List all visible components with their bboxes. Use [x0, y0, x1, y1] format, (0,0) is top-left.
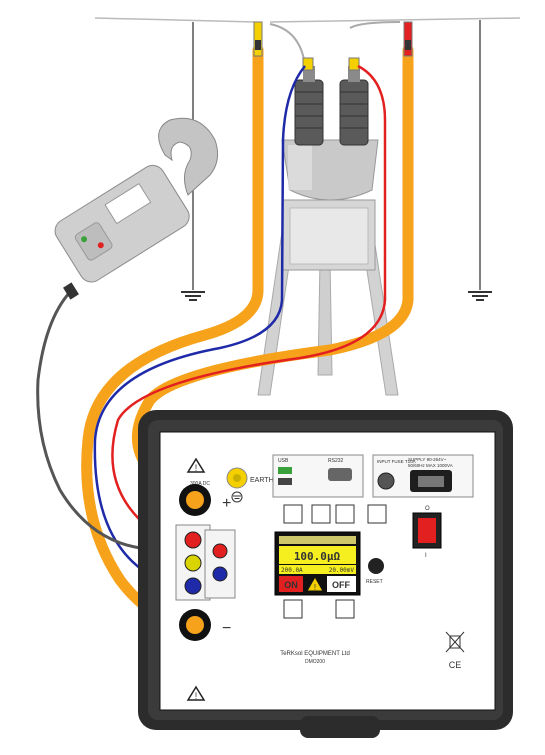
- ground-symbol-right: [468, 291, 492, 301]
- clamp-jaw: [158, 117, 219, 196]
- comms-panel: USB RS232: [272, 454, 364, 498]
- supply-panel: INPUT FUSE T10A SUPPLY 90-264V~ 50/60Hz …: [372, 454, 474, 498]
- voltage-reading: 20.00mV: [329, 567, 355, 574]
- case-handle: [300, 716, 380, 738]
- off-label: OFF: [332, 580, 350, 590]
- keypad: RESET: [283, 504, 387, 619]
- softkey-bottom-2[interactable]: [335, 599, 355, 619]
- svg-text:!: !: [195, 463, 198, 473]
- off-button[interactable]: [327, 576, 356, 592]
- warning-icon: !: [186, 685, 206, 701]
- clamp-led-green: [81, 236, 88, 243]
- bushing-left: [294, 66, 324, 146]
- warning-triangle-icon: [306, 575, 324, 592]
- lcd-display: 100.0μΩ 200.0A 20.00mV ON ! OFF: [274, 531, 361, 596]
- earth-symbol-icon: [231, 491, 243, 503]
- power-on-symbol: I: [425, 553, 427, 559]
- on-button[interactable]: [279, 576, 303, 592]
- minus-sign: −: [222, 620, 231, 637]
- svg-text:!: !: [195, 691, 198, 701]
- supply-label: SUPPLY 90-264V~: [408, 457, 447, 462]
- earth-terminal[interactable]: EARTH: [226, 467, 274, 489]
- on-label: ON: [284, 580, 298, 590]
- weee-icon: [445, 631, 465, 653]
- plus-sign: +: [222, 495, 231, 512]
- clip-right: [348, 57, 360, 71]
- svg-text:!: !: [314, 583, 316, 592]
- rs232-port[interactable]: [328, 468, 352, 481]
- clip-left: [302, 57, 314, 71]
- softkey-top-3[interactable]: [335, 504, 355, 524]
- clamp-led-red: [97, 242, 104, 249]
- clamp-terminal-block: [204, 529, 236, 599]
- reset-button[interactable]: [368, 558, 384, 574]
- yellow-potential-terminal[interactable]: [184, 554, 202, 572]
- warning-icon: !: [186, 457, 206, 473]
- rs232-label: RS232: [328, 458, 344, 464]
- ce-mark: CE: [449, 660, 462, 670]
- fuse-label: INPUT FUSE T10A: [377, 459, 416, 464]
- orange-lead-left: [81, 44, 264, 631]
- earth-label: EARTH: [250, 477, 274, 484]
- supply-rating: 50/60Hz MAX 1000VA: [408, 463, 453, 468]
- minus-current-terminal[interactable]: [179, 609, 211, 641]
- usb-label: USB: [278, 458, 289, 464]
- power-switch[interactable]: O I: [412, 506, 442, 559]
- fuse-holder[interactable]: [377, 472, 395, 490]
- plus-current-terminal[interactable]: [179, 484, 211, 516]
- red-potential-terminal[interactable]: [184, 531, 202, 549]
- probe-tip-right: [403, 21, 413, 57]
- blue-clamp-terminal[interactable]: [212, 566, 228, 582]
- reset-label: RESET: [366, 579, 383, 585]
- softkey-top-4[interactable]: [367, 504, 387, 524]
- circuit-breaker: [257, 57, 399, 396]
- usb-port[interactable]: [278, 467, 292, 474]
- blue-potential-terminal[interactable]: [184, 577, 202, 595]
- power-off-symbol: O: [425, 506, 430, 512]
- red-clamp-terminal[interactable]: [212, 543, 228, 559]
- brand-label: TeRKsol EQUIPMENT Ltd: [280, 651, 350, 657]
- softkey-top-1[interactable]: [283, 504, 303, 524]
- ground-symbol-left: [181, 291, 205, 301]
- probe-tip-left: [253, 21, 263, 57]
- bushing-right: [339, 66, 369, 146]
- current-terminal-label: 300A DC: [190, 481, 210, 487]
- grey-lead: [36, 291, 191, 554]
- softkey-top-2[interactable]: [311, 504, 331, 524]
- main-reading: 100.0μΩ: [294, 550, 341, 563]
- clamp-meter: [54, 117, 219, 300]
- usb-b-port[interactable]: [278, 478, 292, 485]
- softkey-bottom-1[interactable]: [283, 599, 303, 619]
- model-label: DMO200: [305, 659, 325, 665]
- current-reading: 200.0A: [281, 567, 303, 574]
